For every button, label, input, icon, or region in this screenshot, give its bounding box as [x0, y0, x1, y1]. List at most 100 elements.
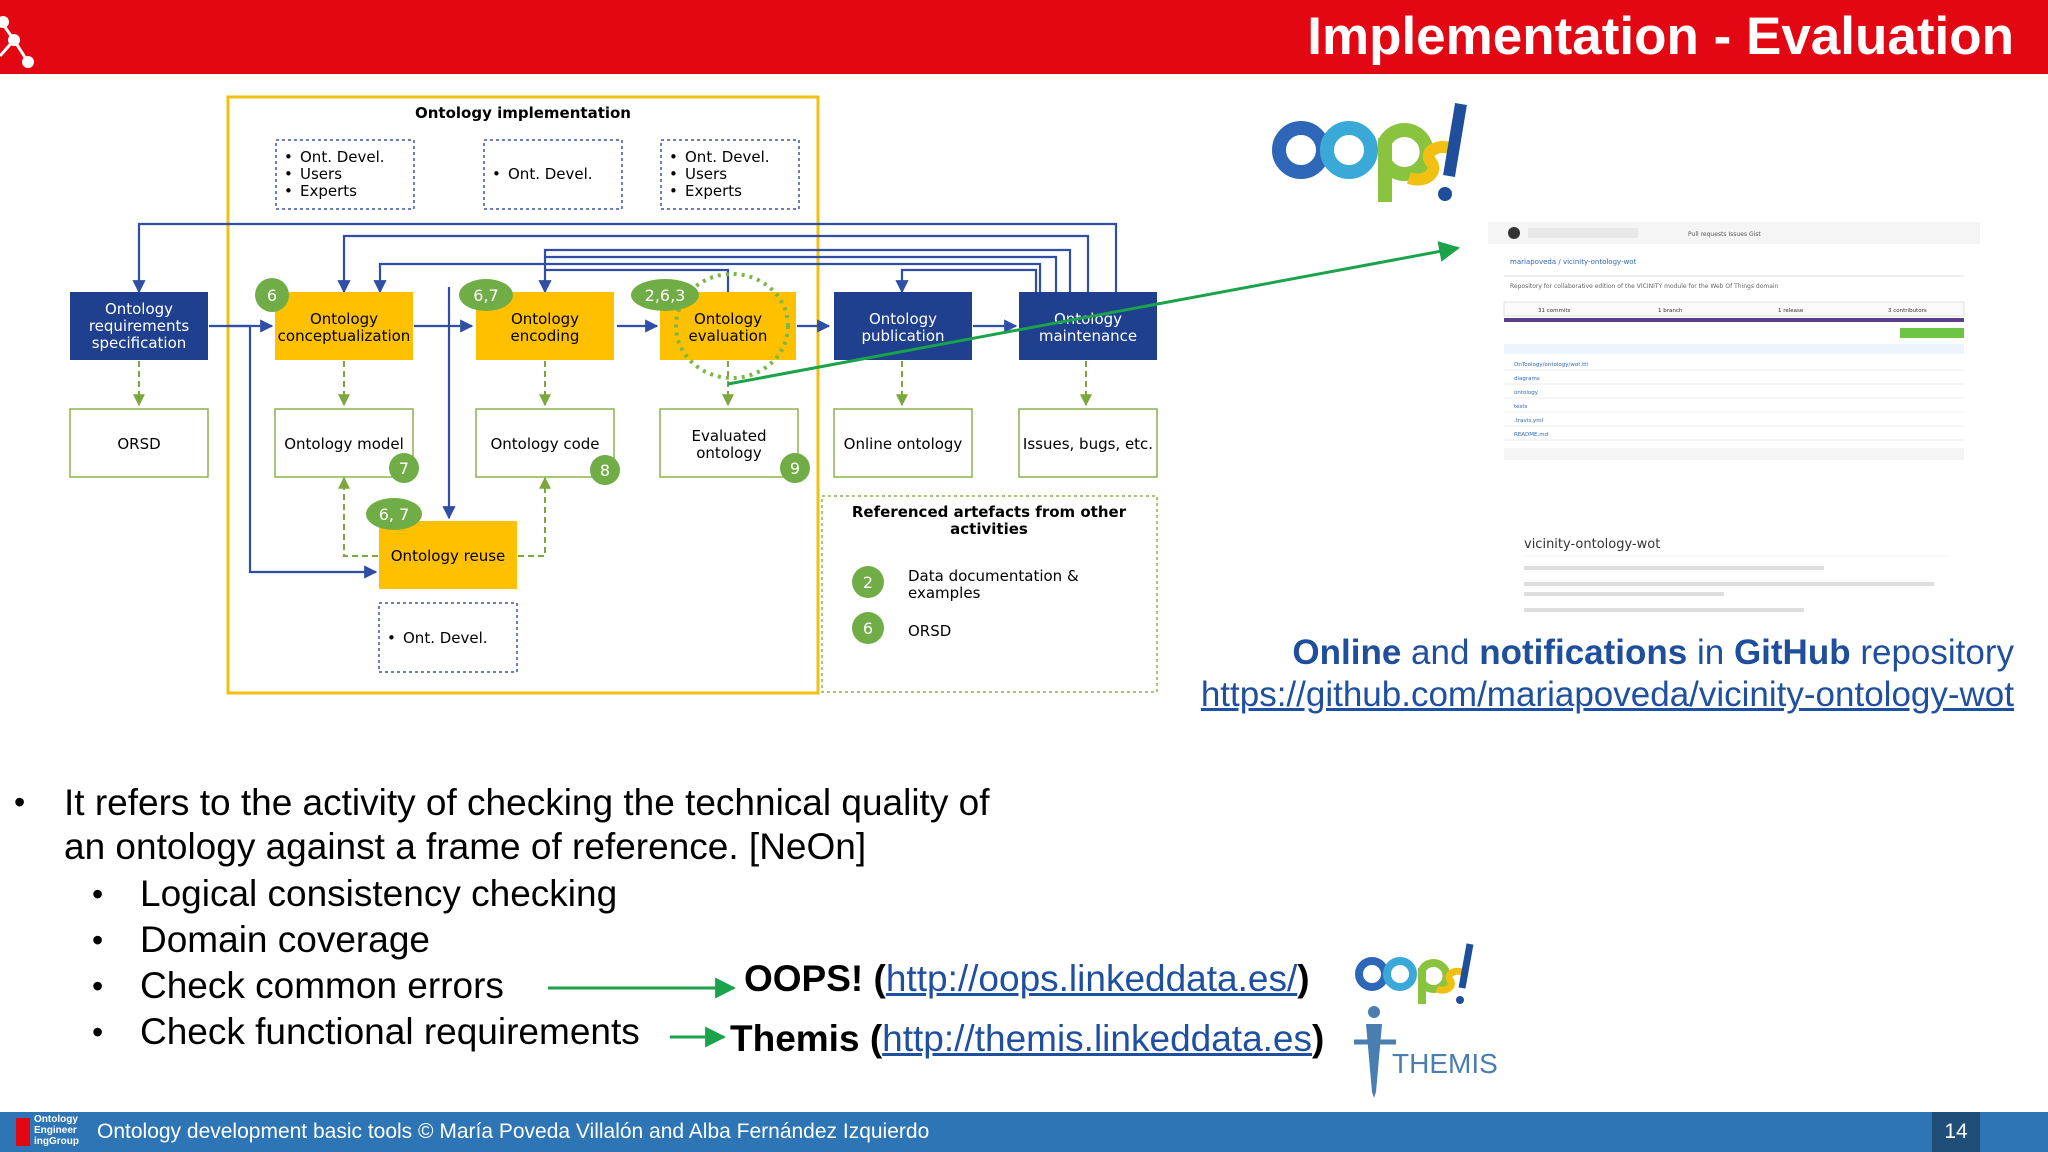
sub-bullet-common-errors: Check common errors — [140, 965, 504, 1006]
svg-text:•: • — [669, 148, 678, 166]
svg-text:Experts: Experts — [300, 182, 357, 200]
svg-text:specification: specification — [92, 334, 187, 352]
svg-text:7: 7 — [399, 459, 409, 478]
svg-text:Ontology: Ontology — [511, 310, 579, 328]
svg-text:ORSD: ORSD — [117, 435, 160, 453]
svg-text:publication: publication — [861, 327, 944, 345]
svg-text:ontology: ontology — [1514, 390, 1539, 396]
svg-text:ORSD: ORSD — [908, 622, 951, 640]
badge-evaluation: 2,6,3 — [631, 279, 699, 311]
svg-text:.travis.yml: .travis.yml — [1514, 418, 1544, 424]
bullet-marker: • — [92, 876, 104, 912]
svg-text:•: • — [492, 165, 501, 183]
actor-box-conceptualization: • Ont. Devel. • Users • Experts — [275, 139, 415, 210]
svg-text:README.md: README.md — [1514, 432, 1548, 438]
output-evaluated-ontology: Evaluated ontology — [659, 408, 799, 478]
svg-text:Users: Users — [685, 165, 727, 183]
svg-text:Ontology model: Ontology model — [284, 435, 404, 453]
github-repo-link[interactable]: https://github.com/mariapoveda/vicinity-… — [1200, 675, 2014, 714]
oops-logo-large-icon — [1272, 103, 1467, 202]
bullet-marker: • — [92, 1014, 104, 1050]
svg-text:•: • — [284, 182, 293, 200]
svg-text:Repository for collaborative e: Repository for collaborative edition of … — [1510, 283, 1779, 290]
badge-reuse: 6, 7 — [366, 498, 422, 530]
svg-text:Ontology: Ontology — [694, 310, 762, 328]
svg-text:3 contributors: 3 contributors — [1888, 308, 1927, 314]
svg-text:vicinity-ontology-wot: vicinity-ontology-wot — [1524, 537, 1660, 552]
svg-text:Ont. Devel.: Ont. Devel. — [300, 148, 385, 166]
actor-box-reuse: •Ont. Devel. — [378, 602, 518, 673]
svg-text:•: • — [669, 182, 678, 200]
svg-text:2: 2 — [863, 573, 873, 592]
bullet-main-line2: an ontology against a frame of reference… — [64, 826, 867, 867]
badge-model: 7 — [389, 453, 419, 483]
svg-text:Ontology reuse: Ontology reuse — [391, 547, 506, 565]
svg-text:6: 6 — [267, 286, 277, 305]
svg-text:1 release: 1 release — [1778, 308, 1804, 314]
bullet-marker: • — [92, 968, 104, 1004]
slide-header: Implementation - Evaluation — [0, 0, 2048, 74]
svg-text:ontology: ontology — [696, 444, 762, 462]
svg-text:conceptualization: conceptualization — [278, 327, 411, 345]
svg-text:encoding: encoding — [511, 327, 580, 345]
actor-box-encoding: • Ont. Devel. — [483, 139, 623, 210]
sub-bullet-consistency: Logical consistency checking — [140, 873, 618, 914]
actor-box-evaluation: • Ont. Devel. • Users • Experts — [660, 139, 800, 210]
svg-text:tests: tests — [1514, 404, 1528, 410]
svg-text:Ont. Devel.: Ont. Devel. — [508, 165, 593, 183]
output-online-ontology: Online ontology — [833, 408, 973, 478]
svg-text:Online ontology: Online ontology — [844, 435, 963, 453]
slide-title: Implementation - Evaluation — [1307, 7, 2014, 66]
svg-text:31 commits: 31 commits — [1538, 308, 1571, 314]
svg-text:•: • — [284, 165, 293, 183]
svg-text:8: 8 — [600, 461, 610, 480]
themis-tool-line: Themis (http://themis.linkeddata.es) — [730, 1018, 1325, 1059]
neon-methodology-diagram: Ontology implementation • Ont. Devel. • Us… — [69, 95, 1158, 695]
svg-text:mariapoveda / vicinity-ontolog: mariapoveda / vicinity-ontology-wot — [1510, 258, 1637, 266]
themis-link[interactable]: http://themis.linkeddata.es — [882, 1018, 1313, 1059]
svg-text:activities: activities — [950, 520, 1028, 538]
output-issues-bugs: Issues, bugs, etc. — [1018, 408, 1158, 478]
themis-logo-icon: THEMIS — [1352, 1004, 1502, 1100]
svg-text:2,6,3: 2,6,3 — [645, 286, 686, 305]
svg-text:Evaluated: Evaluated — [691, 427, 766, 445]
implementation-title: Ontology implementation — [415, 104, 631, 122]
bullet-main-line1: It refers to the activity of checking th… — [64, 782, 990, 823]
activity-ontology-reuse: Ontology reuse — [379, 521, 517, 589]
svg-text:Issues, bugs, etc.: Issues, bugs, etc. — [1023, 435, 1153, 453]
bullet-marker: • — [92, 922, 104, 958]
bullet-marker: • — [14, 784, 26, 820]
svg-text:Users: Users — [300, 165, 342, 183]
github-repository-screenshot: Pull requests Issues Gist mariapoveda / … — [1488, 222, 1980, 630]
svg-text:6, 7: 6, 7 — [379, 505, 410, 524]
svg-text:•: • — [669, 165, 678, 183]
svg-text:•: • — [284, 148, 293, 166]
output-orsd: ORSD — [69, 408, 209, 478]
footer-text: Ontology development basic tools © María… — [97, 1120, 930, 1143]
svg-text:examples: examples — [908, 584, 981, 602]
sub-bullet-functional-requirements: Check functional requirements — [140, 1011, 640, 1052]
svg-text:6,7: 6,7 — [473, 286, 498, 305]
svg-text:Experts: Experts — [685, 182, 742, 200]
svg-text:requirements: requirements — [89, 317, 190, 335]
svg-text:Ontology: Ontology — [105, 300, 173, 318]
svg-text:diagrams: diagrams — [1514, 376, 1540, 382]
page-number: 14 — [1932, 1112, 1980, 1152]
svg-text:maintenance: maintenance — [1039, 327, 1137, 345]
oops-link[interactable]: http://oops.linkeddata.es/ — [885, 958, 1298, 999]
svg-text:Ont. Devel.: Ont. Devel. — [685, 148, 770, 166]
badge-code: 8 — [590, 455, 620, 485]
svg-text:Referenced artefacts from othe: Referenced artefacts from other — [852, 503, 1127, 521]
oops-logo-small-icon — [1355, 943, 1474, 1004]
svg-text:Ontology code: Ontology code — [490, 435, 599, 453]
svg-text:Pull requests Issues Gist: Pull requests Issues Gist — [1688, 231, 1761, 238]
svg-text:6: 6 — [863, 619, 873, 638]
svg-text:9: 9 — [790, 459, 800, 478]
activity-ontology-requirements-specification: Ontology requirements specification — [70, 292, 208, 360]
badge-evaluated: 9 — [780, 453, 810, 483]
molecule-decoration-icon — [0, 16, 34, 68]
svg-text:OnToology/ontology/wot.ttl: OnToology/ontology/wot.ttl — [1514, 362, 1588, 368]
svg-text:•: • — [387, 629, 396, 647]
svg-text:1 branch: 1 branch — [1658, 308, 1683, 314]
